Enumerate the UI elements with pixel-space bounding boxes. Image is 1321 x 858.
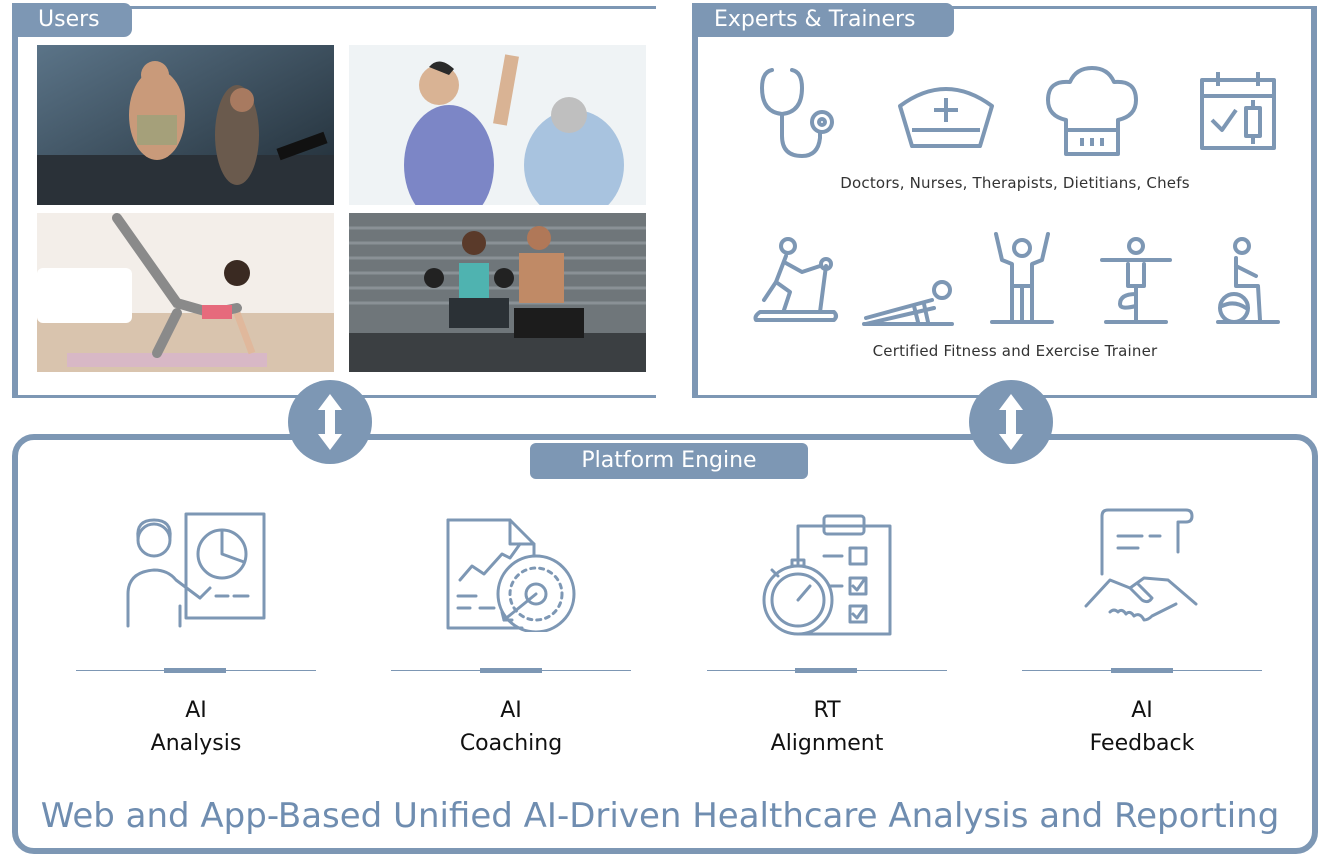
platform-engine-panel [12,434,1318,854]
experts-tab: Experts & Trainers [692,3,954,37]
users-tab: Users [12,3,132,37]
separator-bar [795,668,857,673]
yoga-pose-icon [1100,237,1172,324]
platform-engine-tab: Platform Engine [530,443,808,479]
engine-item-line1: RT [813,698,841,723]
target-report-icon [446,518,576,632]
experts-row2-caption: Certified Fitness and Exercise Trainer [872,342,1158,360]
pushup-icon [862,280,954,326]
engine-item-rt-alignment: RT Alignment [707,694,947,760]
experts-engine-connector [969,380,1053,464]
engine-item-ai-analysis: AI Analysis [76,694,316,760]
photo-kettlebell-squat [349,213,646,372]
treadmill-icon [753,237,838,322]
handshake-document-icon [1084,508,1198,622]
engine-item-ai-feedback: AI Feedback [1022,694,1262,760]
engine-item-line1: AI [500,698,522,723]
separator-bar [480,668,542,673]
photo-treadmill-runners [37,45,334,205]
separator-bar [164,668,226,673]
photo-therapist-patient [349,45,646,205]
separator-bar [1111,668,1173,673]
nurse-cap-icon [898,87,994,148]
platform-tagline: Web and App-Based Unified AI-Driven Heal… [40,796,1280,836]
engine-item-line2: Coaching [459,731,563,756]
double-arrow-icon [318,394,342,450]
engine-item-line2: Alignment [770,731,884,756]
engine-item-line1: AI [1131,698,1153,723]
engine-item-line2: Analysis [150,731,242,756]
chef-hat-icon [1046,66,1138,156]
arms-raised-icon [990,232,1054,324]
ball-sit-icon [1216,237,1280,324]
photo-home-workout [37,213,334,372]
users-engine-connector [288,380,372,464]
experts-row1-caption: Doctors, Nurses, Therapists, Dietitians,… [840,174,1190,192]
presentation-chart-icon [126,512,266,628]
double-arrow-icon [999,394,1023,450]
stethoscope-icon [760,68,834,158]
engine-item-ai-coaching: AI Coaching [391,694,631,760]
stopwatch-checklist-icon [762,514,892,636]
engine-item-line1: AI [185,698,207,723]
engine-item-line2: Feedback [1089,731,1195,756]
calendar-syringe-icon [1200,72,1276,150]
